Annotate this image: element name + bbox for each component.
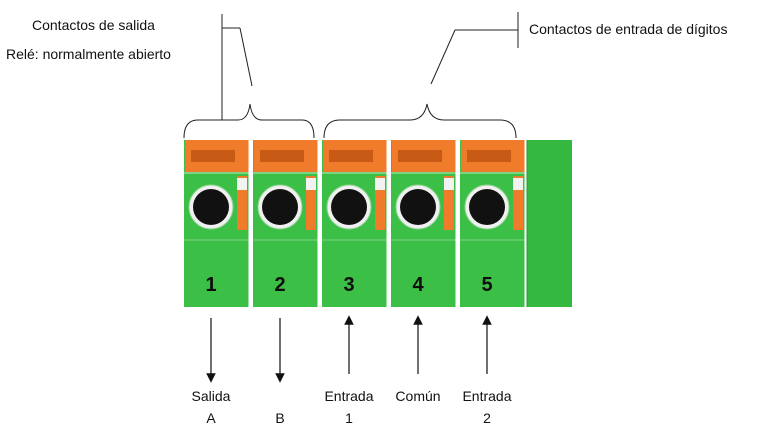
side-clamp: [237, 176, 247, 230]
screw-hole: [469, 189, 505, 225]
terminal-label-line1: Salida: [192, 388, 231, 404]
terminal-label-line2: B: [275, 410, 284, 426]
terminal-label-line1: Entrada: [462, 388, 511, 404]
terminal-label-line1: Entrada: [324, 388, 373, 404]
terminal-number: 2: [274, 274, 285, 296]
terminal-label-line1: Común: [395, 388, 440, 404]
side-clamp: [513, 176, 523, 230]
screw-hole: [193, 189, 229, 225]
terminal-2: 2: [253, 140, 321, 307]
side-clamp: [306, 176, 316, 230]
clamp-slot: [191, 150, 235, 162]
terminal-label-line2: 1: [345, 410, 353, 426]
terminal-4: 4: [391, 140, 459, 307]
side-clamp: [444, 176, 454, 230]
clamp-slot: [329, 150, 373, 162]
side-tab: [237, 178, 247, 190]
terminal-number: 4: [412, 274, 424, 296]
screw-hole: [262, 189, 298, 225]
terminal-1: 1: [184, 140, 252, 307]
side-tab: [513, 178, 523, 190]
output-contacts-label: Contactos de salida: [32, 17, 155, 33]
side-tab: [444, 178, 454, 190]
terminal-label-line2: A: [206, 410, 216, 426]
signal-arrows: [206, 315, 492, 383]
clamp-slot: [398, 150, 442, 162]
screw-hole: [400, 189, 436, 225]
terminal-label-line2: 2: [483, 410, 491, 426]
clamp-slot: [467, 150, 511, 162]
input-contacts-label: Contactos de entrada de dígitos: [529, 21, 727, 37]
side-clamp: [375, 176, 385, 230]
terminal-number: 1: [205, 274, 216, 296]
output-contacts-leader: [221, 14, 253, 120]
relay-type-label: Relé: normalmente abierto: [6, 46, 171, 62]
input-contacts-brace: [323, 103, 517, 139]
screw-hole: [331, 189, 367, 225]
side-tab: [306, 178, 316, 190]
terminal-number: 3: [343, 274, 354, 296]
terminal-5: 5: [460, 140, 528, 307]
side-tab: [375, 178, 385, 190]
terminal-3: 3: [322, 140, 390, 307]
terminal-block: 1 2 3 4 5: [184, 140, 528, 307]
output-contacts-brace: [183, 103, 315, 139]
terminal-number: 5: [481, 274, 492, 296]
input-contacts-leader: [430, 12, 519, 85]
side-plate: [527, 140, 572, 307]
clamp-slot: [260, 150, 304, 162]
